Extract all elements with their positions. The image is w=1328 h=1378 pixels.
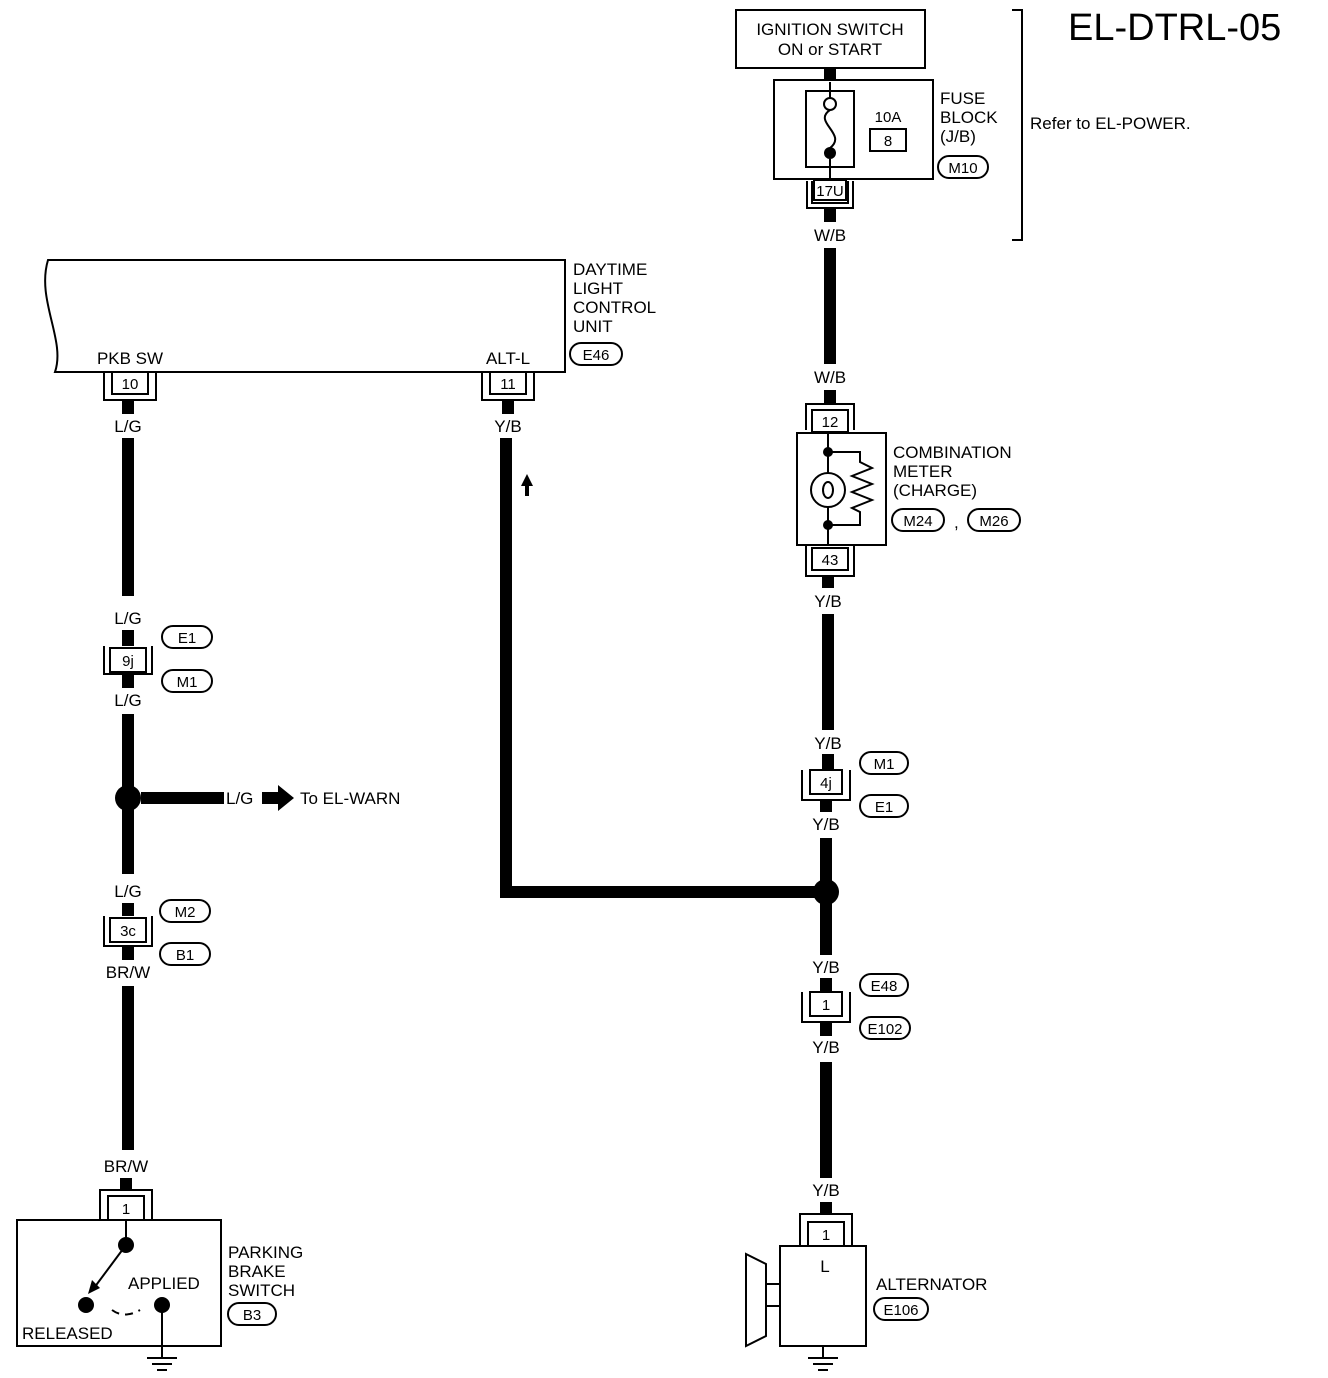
fuse-block-name-1: FUSE	[940, 89, 985, 108]
pulley-icon	[745, 1252, 767, 1348]
meter-name-2: METER	[893, 462, 953, 481]
dlcu-connector: E46	[583, 347, 610, 364]
meter-connector-sep: ,	[954, 513, 959, 532]
wire-label-yb-m2: Y/B	[814, 734, 841, 753]
meter-name-1: COMBINATION	[893, 443, 1012, 462]
fuse-connector-pill	[937, 155, 989, 179]
junction-9j-term: 9j	[122, 653, 134, 670]
wire-label-lg-1: L/G	[114, 417, 141, 436]
meter-connector-1: M24	[903, 513, 932, 530]
pbs-name-2: BRAKE	[228, 1262, 286, 1281]
junction-9j-bottom-conn: M1	[177, 674, 198, 691]
wire-label-lg-warn: L/G	[226, 789, 253, 808]
charge-lamp-icon	[810, 472, 846, 508]
pbs-applied: APPLIED	[128, 1274, 200, 1293]
fuse-amperage: 10A	[875, 109, 902, 126]
wire-label-brw-1: BR/W	[106, 963, 150, 982]
wire-label-brw-2: BR/W	[104, 1157, 148, 1176]
junction-3c-term: 3c	[120, 923, 136, 940]
dlcu-name-2: LIGHT	[573, 279, 623, 298]
fuse-icon	[823, 109, 837, 149]
fuse-block-name-3: (J/B)	[940, 127, 976, 146]
power-bracket	[1012, 9, 1023, 241]
arrow-up-icon	[521, 474, 533, 496]
alternator-l: L	[820, 1257, 829, 1276]
wire-yb-alt	[500, 438, 820, 898]
refer-power: Refer to EL-POWER.	[1030, 114, 1191, 133]
ignition-switch-box	[735, 9, 926, 69]
wire-label-yb-r5: Y/B	[812, 1038, 839, 1057]
pbs-released: RELEASED	[22, 1324, 113, 1343]
splice-right	[813, 879, 839, 905]
dlcu-name-4: UNIT	[573, 317, 613, 336]
arrow-right-icon	[262, 785, 294, 811]
alt-l-label: ALT-L	[486, 349, 530, 368]
fuse-number: 8	[884, 133, 892, 150]
wire-label-wb-1: W/B	[814, 226, 846, 245]
meter-terminal-top: 12	[822, 414, 839, 431]
pbs-terminal: 1	[122, 1201, 130, 1218]
diagram-title: EL-DTRL-05	[1068, 7, 1281, 49]
wire-label-lg-4: L/G	[114, 882, 141, 901]
junction-4j-bottom-conn: E1	[875, 799, 893, 816]
wire-label-lg-3: L/G	[114, 691, 141, 710]
fuse-number-box	[869, 128, 907, 152]
ignition-switch-label: IGNITION SWITCH	[756, 20, 903, 39]
junction-1-bottom-conn: E102	[867, 1021, 902, 1038]
wire-label-yb-l1: Y/B	[494, 417, 521, 436]
pkb-sw-label: PKB SW	[97, 349, 163, 368]
switch-lever-icon	[93, 1244, 127, 1289]
wire-label-yb-m1: Y/B	[814, 592, 841, 611]
wire-label-lg-2: L/G	[114, 609, 141, 628]
wire-label-yb-r4: Y/B	[812, 958, 839, 977]
meter-terminal-bottom: 43	[822, 552, 839, 569]
ignition-switch-state: ON or START	[778, 40, 882, 59]
fuse-terminal: 17U	[816, 183, 844, 200]
junction-4j-term: 4j	[820, 775, 832, 792]
resistor-icon	[828, 451, 875, 526]
pkb-terminal: 10	[122, 376, 139, 393]
parking-brake-switch-box	[16, 1219, 222, 1347]
alternator-terminal: 1	[822, 1227, 830, 1244]
junction-9j-top-conn: E1	[178, 630, 196, 647]
pbs-name-1: PARKING	[228, 1243, 303, 1262]
to-el-warn: To EL-WARN	[300, 789, 400, 808]
fuse-connector: M10	[948, 160, 977, 177]
wire-label-wb-2: W/B	[814, 368, 846, 387]
splice-left	[115, 785, 141, 811]
junction-1-top-conn: E48	[871, 978, 898, 995]
wire-label-yb-r3: Y/B	[812, 815, 839, 834]
fuse-block-name-2: BLOCK	[940, 108, 998, 127]
meter-name-3: (CHARGE)	[893, 481, 977, 500]
junction-3c-bottom-conn: B1	[176, 947, 194, 964]
alt-terminal: 11	[500, 376, 516, 393]
dlcu-name-3: CONTROL	[573, 298, 656, 317]
wire-label-yb-r6: Y/B	[812, 1181, 839, 1200]
junction-1-term: 1	[822, 997, 830, 1014]
junction-4j-top-conn: M1	[874, 756, 895, 773]
junction-3c-top-conn: M2	[175, 904, 196, 921]
pbs-name-3: SWITCH	[228, 1281, 295, 1300]
dlcu-name-1: DAYTIME	[573, 260, 647, 279]
alternator-connector: E106	[883, 1302, 918, 1319]
alternator-name: ALTERNATOR	[876, 1275, 987, 1294]
meter-connector-2: M26	[979, 513, 1008, 530]
pbs-connector: B3	[243, 1307, 261, 1324]
